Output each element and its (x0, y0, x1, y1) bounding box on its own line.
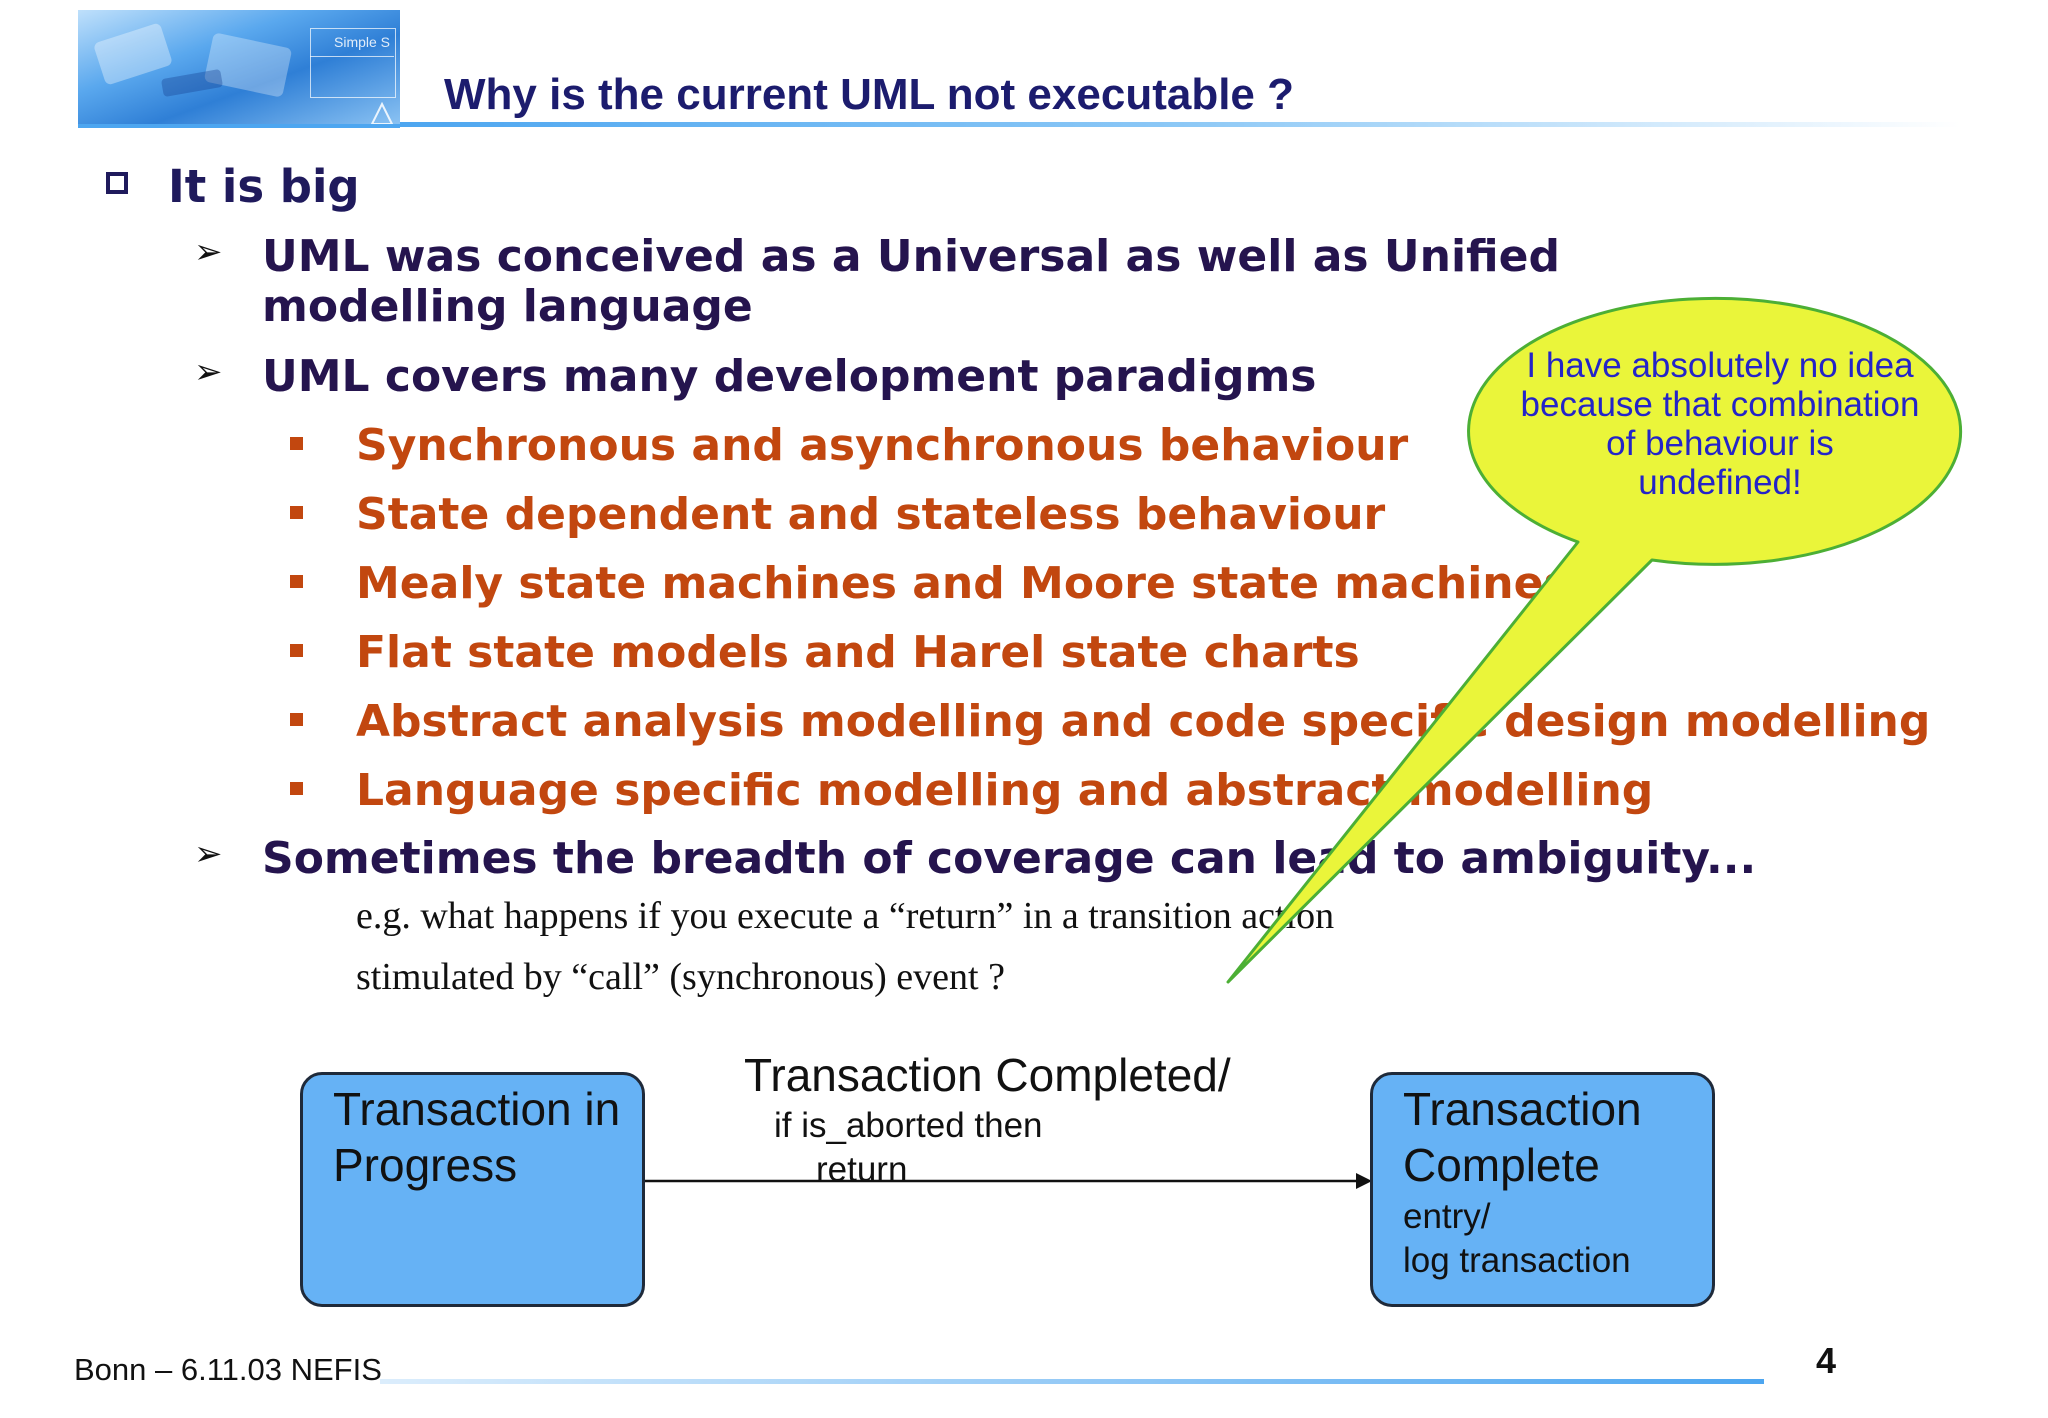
slide-title: Why is the current UML not executable ? (444, 70, 1294, 119)
title-underline-left (78, 124, 400, 128)
small-square-bullet-icon (290, 506, 303, 519)
header-image-text: Simple S (334, 34, 391, 50)
callout-text: I have absolutely no idea because that c… (1520, 346, 1920, 502)
arrow-bullet-icon: ➢ (194, 352, 223, 392)
footer-text: Bonn – 6.11.03 NEFIS (74, 1352, 382, 1387)
arrow-bullet-icon: ➢ (194, 232, 223, 272)
sub-item: Flat state models and Harel state charts (356, 627, 1360, 678)
bullet-point-1: UML was conceived as a Universal as well… (262, 231, 1560, 332)
state-transaction-in-progress[interactable]: Transaction in Progress (300, 1072, 645, 1307)
state-right-entry: entry/ (1403, 1197, 1491, 1236)
state-left-name-line1: Transaction in (333, 1083, 621, 1135)
small-square-bullet-icon (290, 782, 303, 795)
bullet-level1-text: It is big (168, 160, 360, 213)
transition-action-line2: return (816, 1150, 908, 1189)
transition-action-line1: if is_aborted then (774, 1106, 1043, 1145)
header-logo-image: Simple S (78, 10, 400, 128)
title-underline (400, 122, 1960, 127)
small-square-bullet-icon (290, 437, 303, 450)
example-line-1: e.g. what happens if you execute a “retu… (356, 895, 1335, 937)
small-square-bullet-icon (290, 575, 303, 588)
state-left-name-line2: Progress (333, 1139, 518, 1191)
page-number: 4 (1816, 1340, 1837, 1381)
small-square-bullet-icon (290, 713, 303, 726)
small-square-bullet-icon (290, 644, 303, 657)
bullet-point-2: UML covers many development paradigms (262, 351, 1317, 402)
sub-item: State dependent and stateless behaviour (356, 489, 1386, 540)
example-line-2: stimulated by “call” (synchronous) event… (356, 956, 1005, 998)
footer-line (380, 1379, 1764, 1384)
state-transaction-complete[interactable]: Transaction Complete entry/ log transact… (1370, 1072, 1715, 1307)
state-right-name-line1: Transaction (1403, 1083, 1642, 1135)
transition-event-label: Transaction Completed/ (744, 1049, 1231, 1101)
state-right-action: log transaction (1403, 1241, 1631, 1280)
state-right-name-line2: Complete (1403, 1139, 1600, 1191)
square-bullet-icon (106, 172, 128, 194)
arrow-bullet-icon: ➢ (194, 834, 223, 874)
